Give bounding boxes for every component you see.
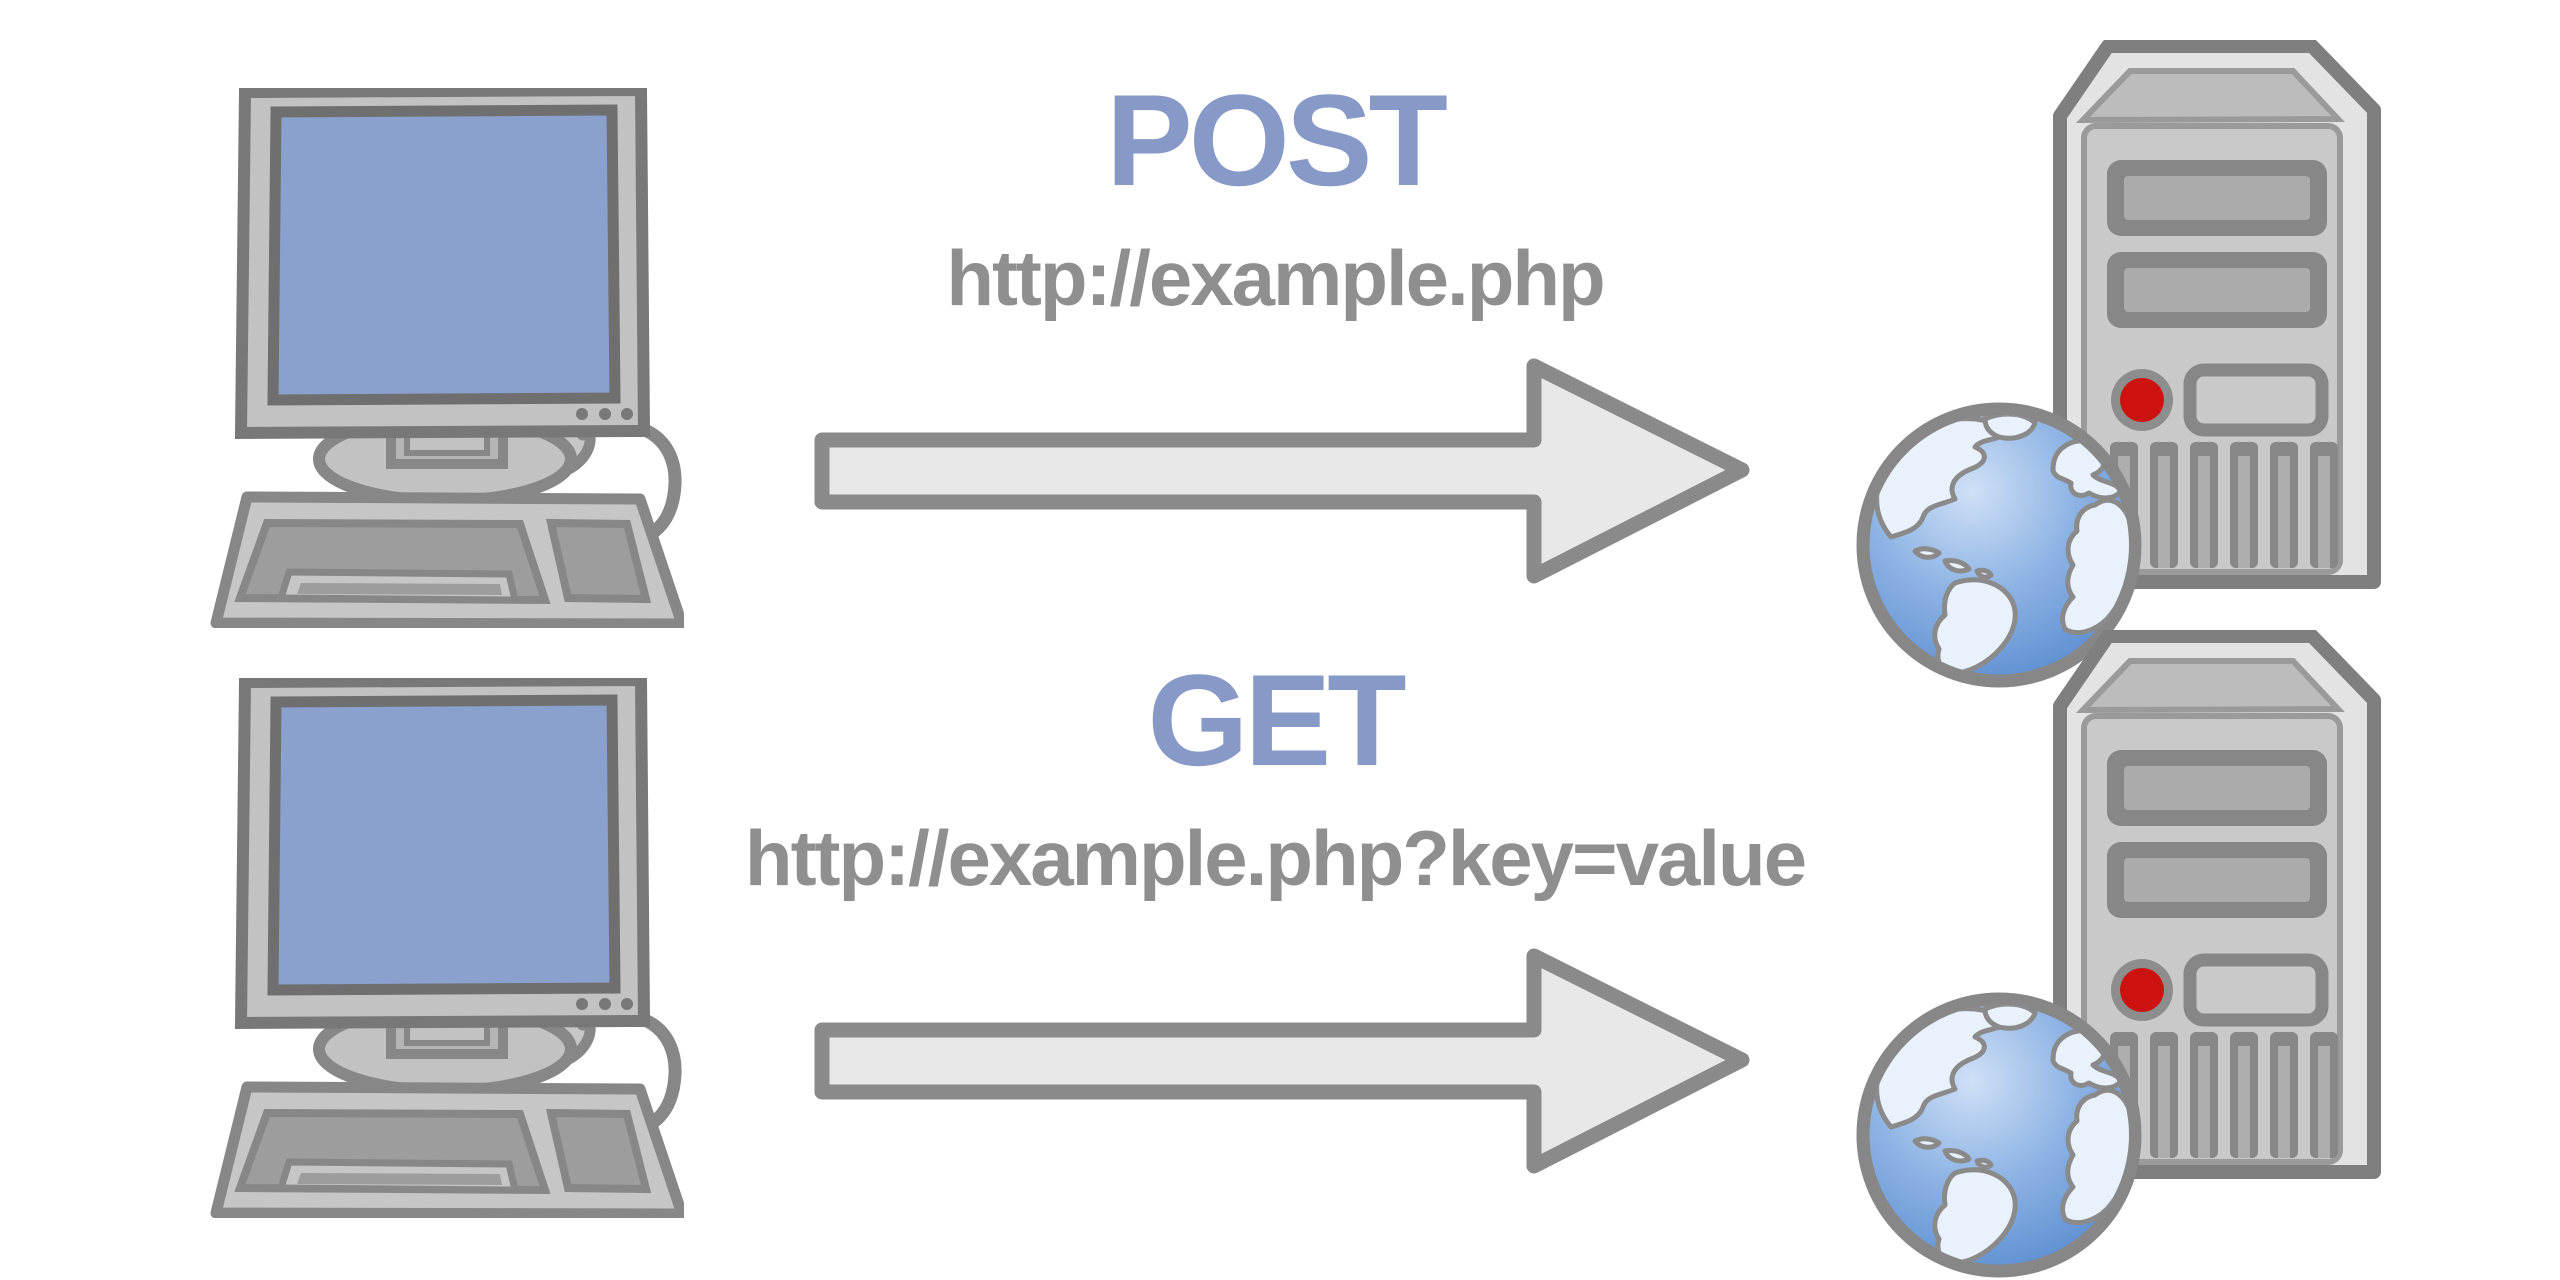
request-url-get: http://example.php?key=value xyxy=(744,814,1807,902)
client-computer-icon xyxy=(203,678,684,1218)
right-arrow-icon xyxy=(812,356,1752,586)
right-arrow-icon xyxy=(812,946,1752,1176)
client-computer-icon xyxy=(203,88,684,628)
method-label-post: POST xyxy=(1106,67,1448,213)
request-url-post: http://example.php xyxy=(946,234,1605,322)
web-server-icon xyxy=(1850,40,2420,710)
web-server-icon xyxy=(1850,630,2420,1280)
method-label-get: GET xyxy=(1147,647,1406,793)
